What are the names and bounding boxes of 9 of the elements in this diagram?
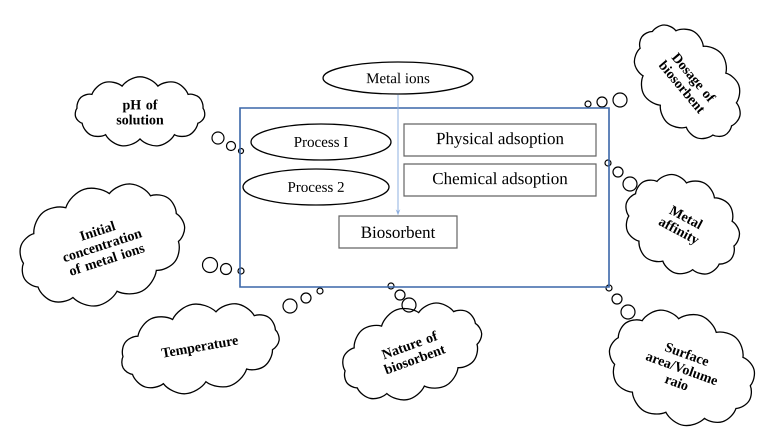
process-frame	[239, 107, 610, 288]
text-box: Biosorbent	[338, 215, 458, 249]
text-box: Chemical adsoption	[403, 163, 597, 197]
thought-cloud: Temperature	[121, 303, 280, 394]
ellipse-node: Process 2	[242, 168, 390, 206]
thought-cloud: pH of solution	[74, 76, 206, 147]
ellipse-node: Metal ions	[322, 61, 474, 95]
ellipse-node: Process I	[250, 123, 392, 161]
text-box: Physical adsoption	[403, 123, 597, 157]
